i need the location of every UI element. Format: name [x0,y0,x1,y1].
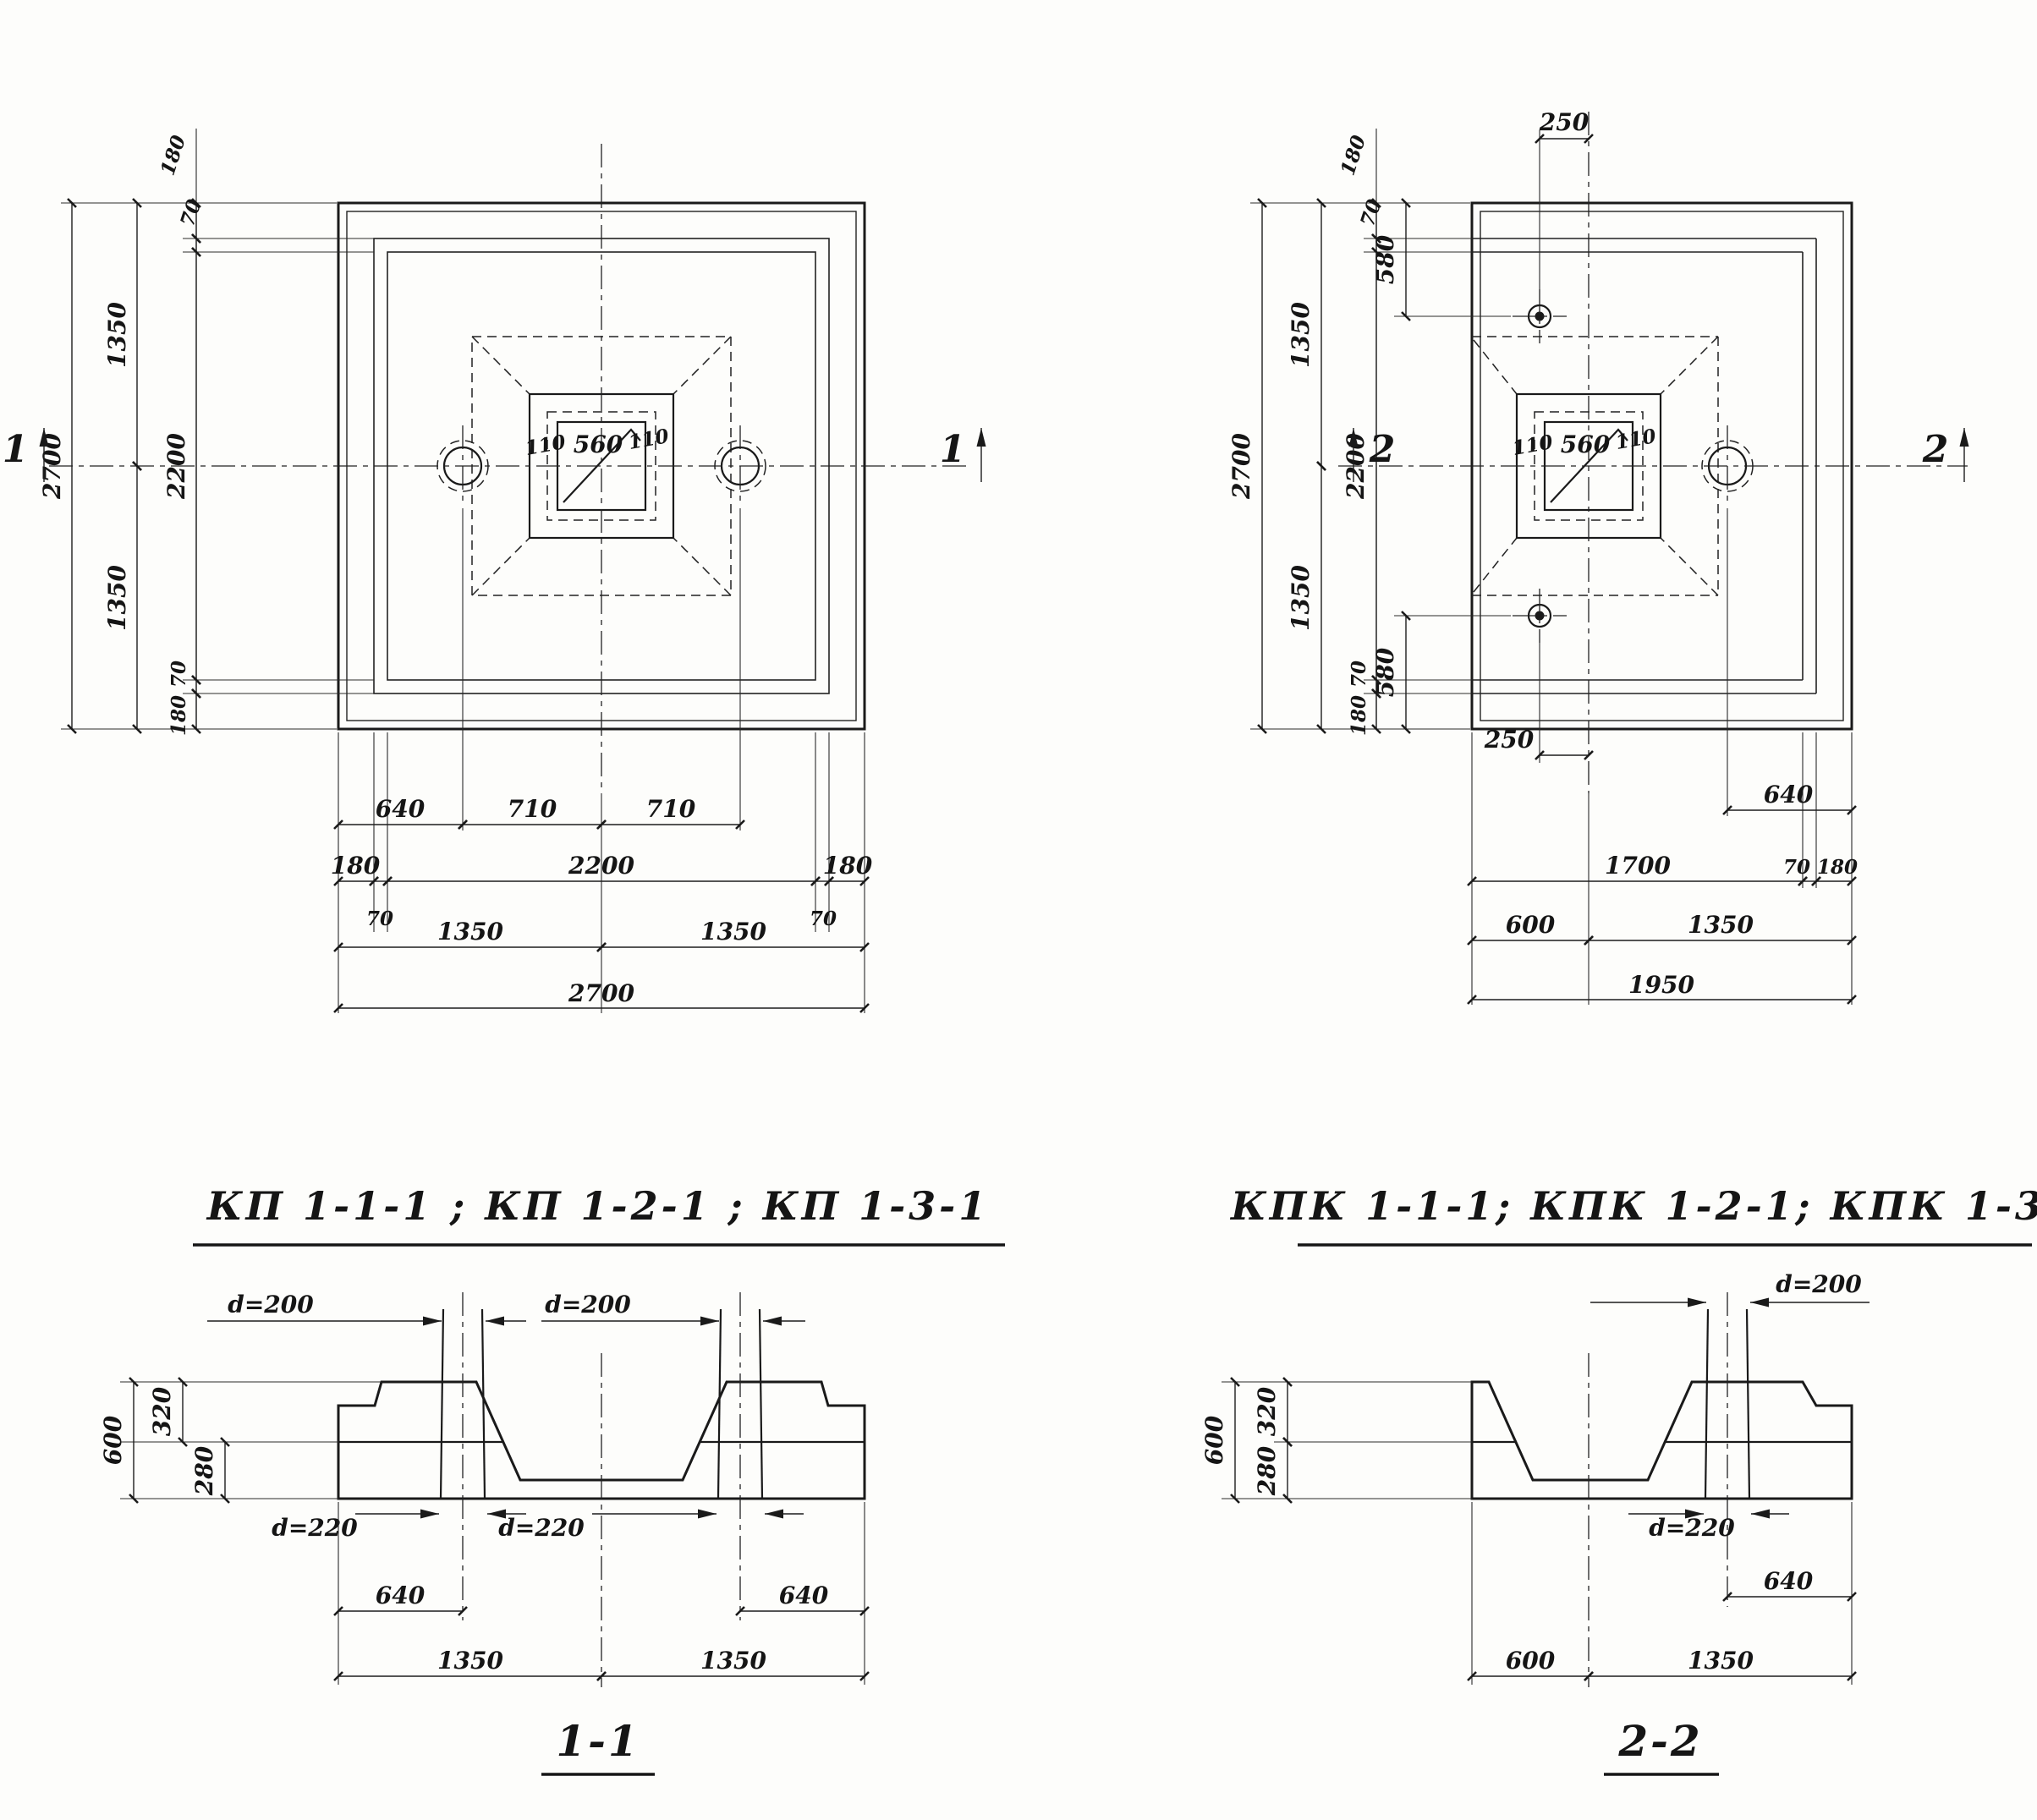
socket-scribble-mark [1550,428,1628,503]
section-pipes [439,1292,764,1687]
dim-1350-top: 1350 [103,302,131,368]
dim-d220: d=220 [1649,1514,1735,1542]
section-pipes [1588,1292,1751,1687]
dim-180-left: 180 [331,852,381,880]
dim-280-height: 280 [190,1445,218,1496]
dim-250-top: 250 [1539,108,1590,136]
dim-1350-bottom: 1350 [1287,565,1315,631]
dim-70-right: 70 [810,907,837,930]
dim-1350-bottom: 1350 [103,565,131,631]
dim-710-left: 710 [508,795,557,823]
dim-d220-right: d=220 [498,1514,585,1542]
dim-280-height: 280 [1253,1445,1281,1496]
dim-70-top: 70 [1356,196,1386,229]
dim-2700-left: 2700 [1227,433,1255,500]
plan-kpk-centerlines [1338,112,1968,793]
dim-1350-top: 1350 [1287,302,1315,368]
plan-kp: 180 70 1350 2700 2200 1350 70 180 110 56… [3,129,986,1013]
dim-640: 640 [1764,1567,1814,1595]
plan-kpk-dims-center: 110 560 110 [1511,425,1658,460]
dim-2200-left: 2200 [1342,433,1370,500]
dim-1700: 1700 [1605,852,1671,880]
dim-2200-bottom: 2200 [568,852,634,880]
dim-110-right: 110 [627,425,671,454]
dim-640-right: 640 [779,1582,829,1609]
dim-2700-left: 2700 [38,433,66,500]
section-outline [337,1380,866,1500]
dim-70-bottom: 70 [167,661,190,688]
section-1-dims: d=200 d=200 d=220 d=220 600 320 280 640 [99,1291,870,1685]
dim-320-height: 320 [148,1386,176,1436]
plan-kp-dims-center: 110 560 110 [524,425,671,460]
plan-kpk-section-markers: 2 2 [1348,428,1969,482]
dim-640: 640 [376,795,426,823]
section-outline [1470,1380,1853,1500]
title-kpk-marks: КПК 1-1-1; КПК 1-2-1; КПК 1-3-1 [1229,1183,2037,1229]
section-1-1: КП 1-1-1 ; КП 1-2-1 ; КП 1-3-1 d=200 d=2… [99,1183,1005,1776]
dim-180-top: 180 [156,133,191,178]
section-2-dims: d=200 d=220 600 320 280 640 600 1350 [1200,1270,1870,1685]
plan-kp-dims-bottom: 640 710 710 180 2200 180 70 70 1350 1350… [331,508,873,1013]
plan-kp-dims-left: 180 70 1350 2700 2200 1350 70 180 [38,129,374,736]
socket-scribble-mark [563,428,641,503]
dim-2700-bottom: 2700 [568,979,634,1007]
dim-70-left: 70 [366,907,393,930]
dim-d200-right: d=200 [545,1291,631,1318]
dim-600-height: 600 [99,1415,127,1465]
plan-kp-section-markers: 1 1 [3,428,986,482]
dim-1950: 1950 [1628,971,1694,999]
dim-320-height: 320 [1253,1386,1281,1436]
dim-710-right: 710 [646,795,696,823]
dim-1350-right: 1350 [700,1647,766,1675]
dim-1350: 1350 [1688,911,1754,939]
section-label-1-1: 1-1 [556,1716,640,1766]
dim-560: 560 [574,430,623,458]
plan-kpk-dims-left: 180 70 580 1350 2700 2200 1350 70 580 18… [1227,129,1511,736]
section-marker-2-right: 2 [1922,428,1949,471]
dim-640: 640 [1764,781,1814,809]
dim-250-bottom: 250 [1484,726,1535,754]
dim-1350-left: 1350 [437,1647,503,1675]
plan-kpk-dims-bottom: 250 640 1700 70 180 600 1350 1950 [1467,508,1858,1005]
dim-2200-left: 2200 [162,433,190,500]
dim-d220-left: d=220 [272,1514,358,1542]
section-marker-1-left: 1 [3,428,29,471]
section-marker-2-left: 2 [1369,428,1396,471]
plan-kp-centerlines [49,144,969,793]
dim-70-top: 70 [176,196,206,229]
dim-70: 70 [1783,856,1810,879]
dim-110-right: 110 [1614,425,1658,454]
dim-70-bottom: 70 [1348,661,1370,688]
section-label-2-2: 2-2 [1617,1716,1702,1766]
title-kp-marks: КП 1-1-1 ; КП 1-2-1 ; КП 1-3-1 [206,1183,990,1229]
section-marker-1-right: 1 [940,428,966,471]
dim-600: 600 [1506,1647,1556,1675]
dim-580-top: 580 [1371,234,1399,284]
dim-640-left: 640 [376,1582,426,1609]
dim-180-bottom: 180 [1348,695,1370,736]
plan-kpk: 250 180 70 580 1350 2700 [1227,108,1969,1005]
dim-d200-left: d=200 [228,1291,314,1318]
section-2-2: КПК 1-1-1; КПК 1-2-1; КПК 1-3-1 d=200 d=… [1200,1183,2037,1776]
dim-d200: d=200 [1776,1270,1862,1298]
dim-180-bottom: 180 [167,695,190,736]
dim-560: 560 [1561,430,1611,458]
dim-1350-left: 1350 [437,918,503,946]
plan-kpk-dims-top: 250 [1535,108,1594,289]
dim-180-top: 180 [1337,133,1371,178]
dim-180-right: 180 [823,852,873,880]
dim-600: 600 [1506,911,1556,939]
dim-600-height: 600 [1200,1415,1228,1465]
dim-1350-right: 1350 [700,918,766,946]
dim-180: 180 [1817,856,1858,879]
dim-580-bottom: 580 [1371,647,1399,697]
dim-1350: 1350 [1688,1647,1754,1675]
